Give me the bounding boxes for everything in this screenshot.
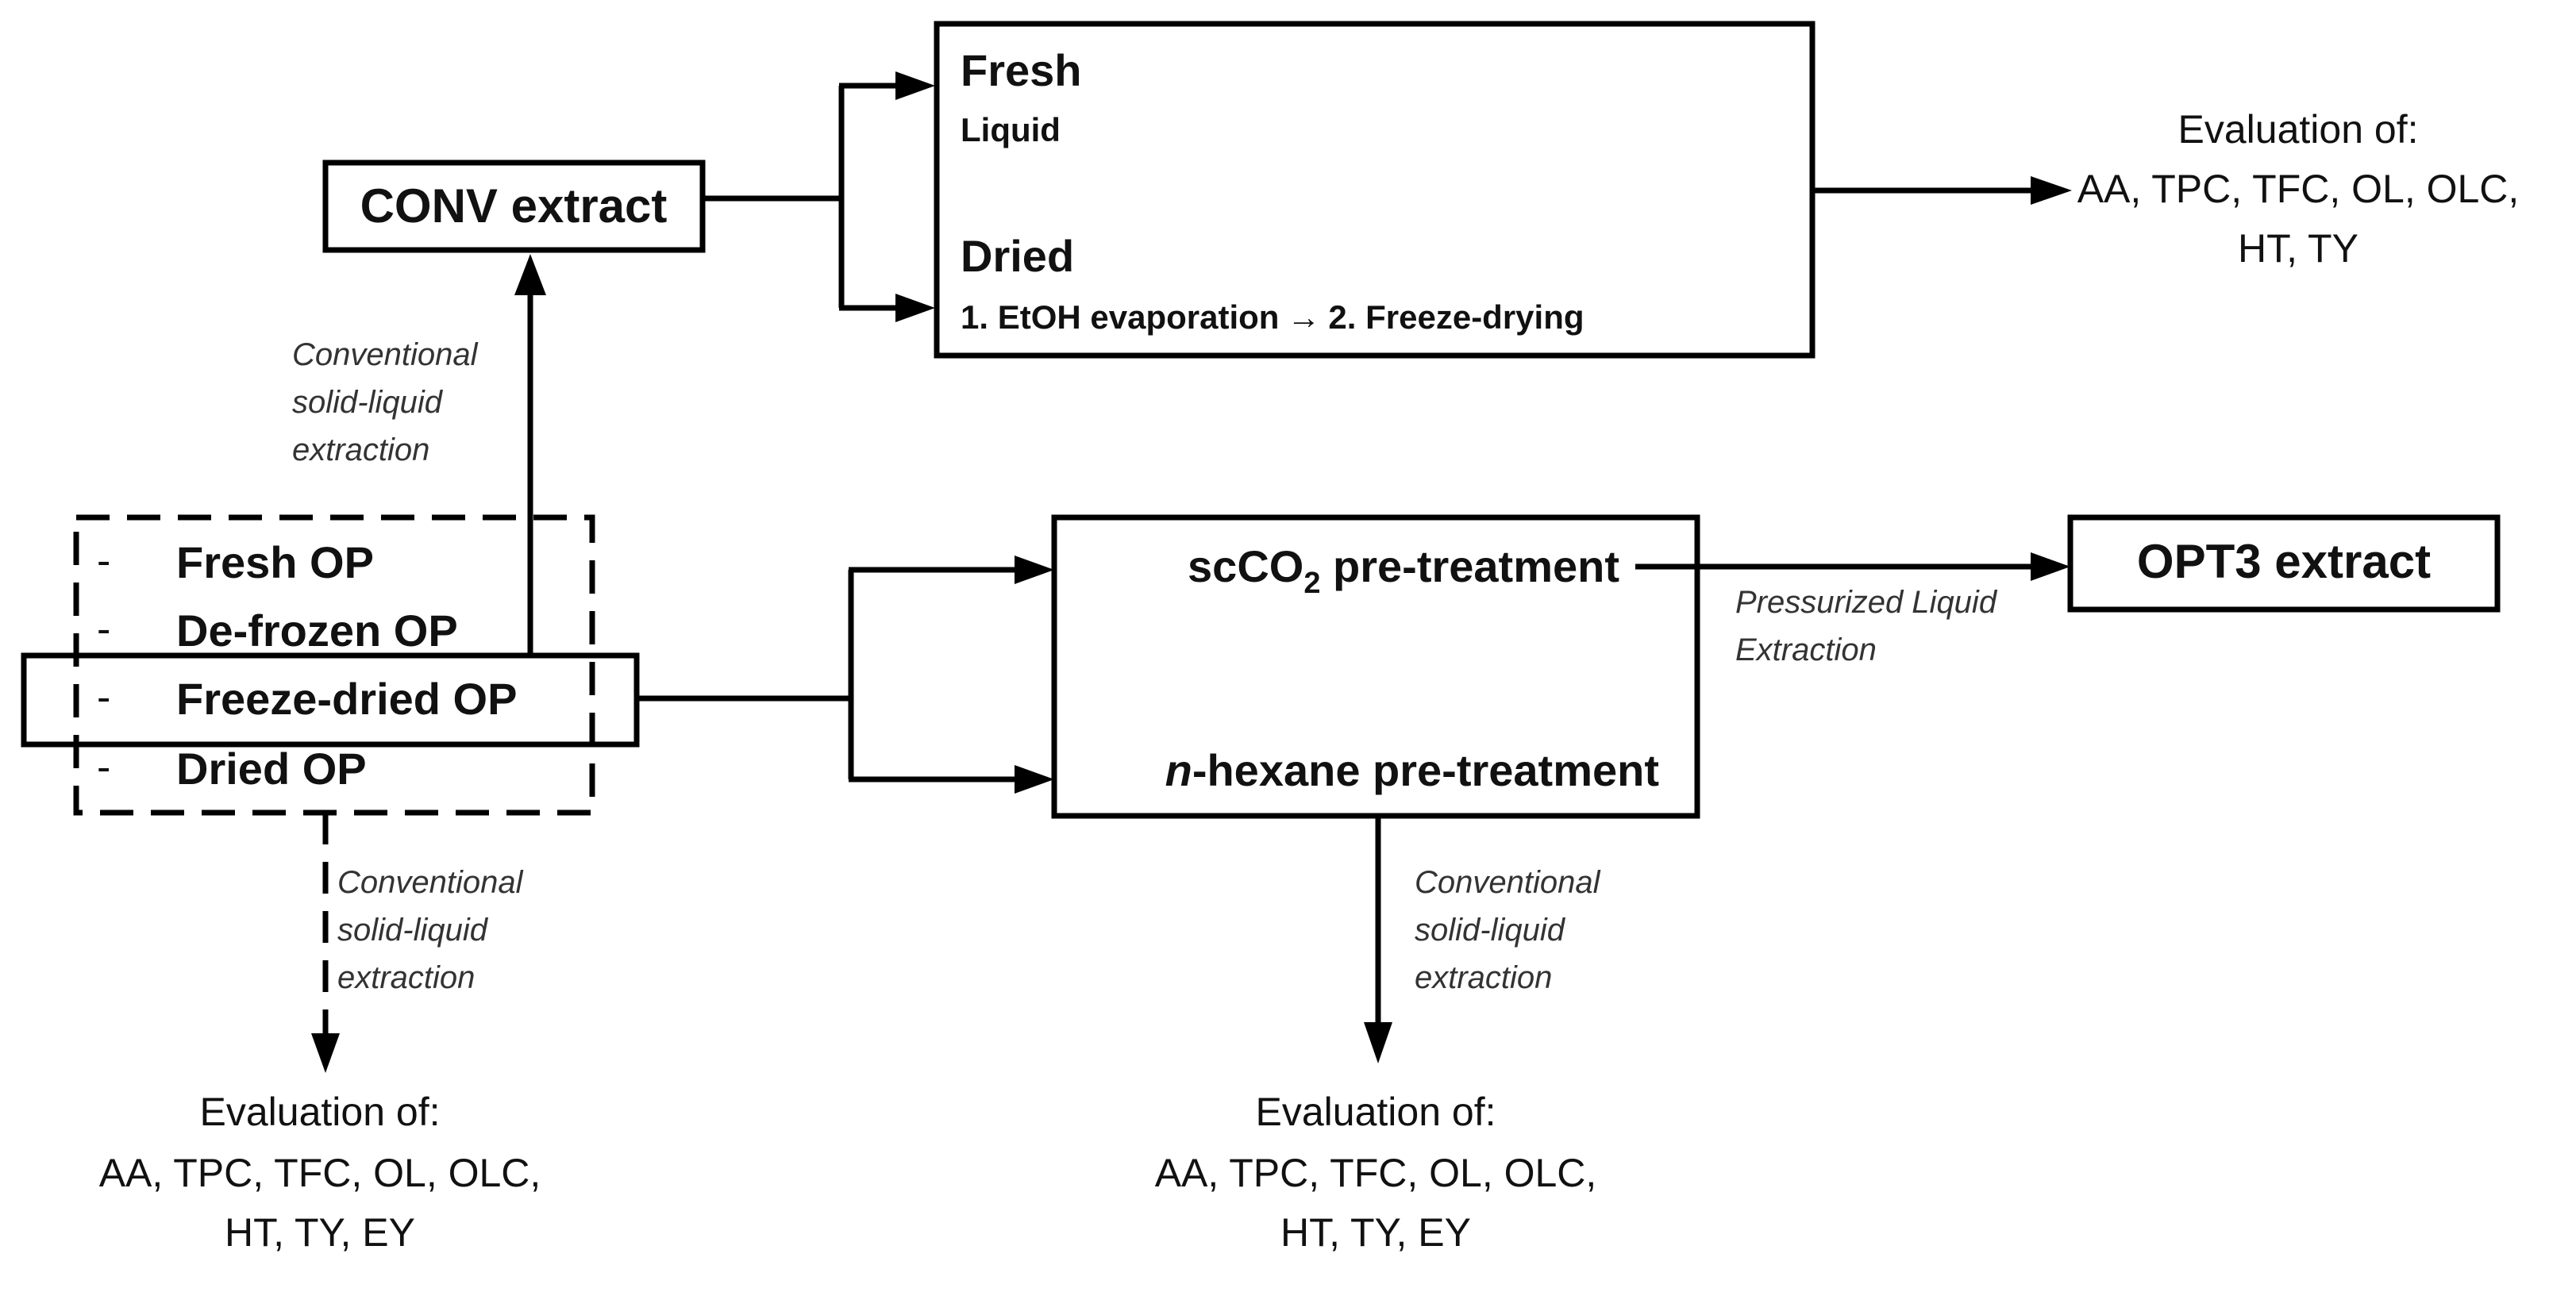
conv-extract-box (322, 160, 706, 253)
conv-extract-label: CONV extract (360, 179, 668, 233)
op-item-fresh: Fresh OP (176, 537, 374, 587)
dried-step-2: 2. Freeze-drying (1328, 298, 1584, 336)
op-item-freeze-dried: Freeze-dried OP (176, 674, 517, 724)
scco2-pretreatment-label: scCO2 pre-treatment (1188, 541, 1619, 600)
opt3-extract-label: OPT3 extract (2137, 535, 2431, 588)
eval-left-line2: AA, TPC, TFC, OL, OLC, (99, 1151, 541, 1195)
eval-mid-line3: HT, TY, EY (1280, 1210, 1471, 1255)
conv-extraction-label-top-3: extraction (292, 433, 429, 467)
eval-top-line2: AA, TPC, TFC, OL, OLC, (2077, 167, 2520, 211)
fresh-subtitle: Liquid (961, 111, 1061, 148)
scco2-suffix: pre-treatment (1320, 541, 1619, 591)
conv-extraction-label-mid-2: solid-liquid (1415, 913, 1566, 948)
eval-mid-heading: Evaluation of: (1256, 1090, 1496, 1134)
arrowhead-to-eval-mid (1364, 1022, 1392, 1063)
conv-extraction-label-mid-3: extraction (1415, 960, 1552, 995)
op-dash-2: - (97, 606, 110, 652)
opt3-extract-box (2067, 514, 2501, 613)
eval-left-heading: Evaluation of: (200, 1090, 441, 1134)
conv-extraction-label-left-1: Conventional (337, 865, 524, 900)
arrowhead-to-dried (895, 294, 935, 322)
op-dash-4: - (97, 744, 110, 790)
dried-step-1: 1. EtOH evaporation (961, 298, 1279, 336)
op-dash-1: - (97, 538, 110, 584)
arrowhead-up-conv (514, 254, 546, 295)
op-item-defrozen: De-frozen OP (176, 606, 458, 656)
eval-left-line3: HT, TY, EY (225, 1210, 415, 1255)
eval-top-line3: HT, TY (2238, 226, 2358, 271)
op-dash-3: - (97, 675, 110, 721)
arrowhead-to-eval-left (311, 1033, 340, 1073)
arrowhead-to-fresh (895, 71, 935, 100)
arrowhead-to-scco2 (1015, 556, 1054, 584)
eval-top-heading: Evaluation of: (2178, 107, 2419, 152)
conv-extraction-label-top-2: solid-liquid (292, 385, 444, 420)
conv-extraction-label-left-2: solid-liquid (337, 913, 489, 948)
conv-extraction-label-left-3: extraction (337, 960, 475, 995)
conv-extraction-label-mid-1: Conventional (1415, 865, 1601, 900)
sample-options-dashed-box (73, 514, 595, 816)
eval-mid-line2: AA, TPC, TFC, OL, OLC, (1155, 1151, 1597, 1195)
ple-label-2: Extraction (1735, 633, 1877, 667)
conv-extraction-label-top-1: Conventional (292, 337, 479, 372)
dried-steps: 1. EtOH evaporation→2. Freeze-drying (961, 298, 1584, 336)
ple-label-1: Pressurized Liquid (1735, 585, 1998, 620)
scco2-subscript: 2 (1303, 567, 1320, 600)
arrowhead-to-hexane (1015, 765, 1054, 794)
arrowhead-to-eval-top (2031, 176, 2072, 205)
dried-title: Dried (961, 231, 1074, 281)
op-item-dried: Dried OP (176, 744, 367, 794)
dried-arrow: → (1287, 298, 1320, 336)
fresh-title: Fresh (961, 45, 1082, 95)
scco2-prefix: scCO (1188, 541, 1303, 591)
hexane-italic-n: n (1165, 745, 1192, 795)
hexane-rest: -hexane pre-treatment (1192, 745, 1659, 795)
hexane-pretreatment-label: n-hexane pre-treatment (1165, 745, 1659, 795)
arrowhead-to-opt3 (2031, 552, 2070, 581)
